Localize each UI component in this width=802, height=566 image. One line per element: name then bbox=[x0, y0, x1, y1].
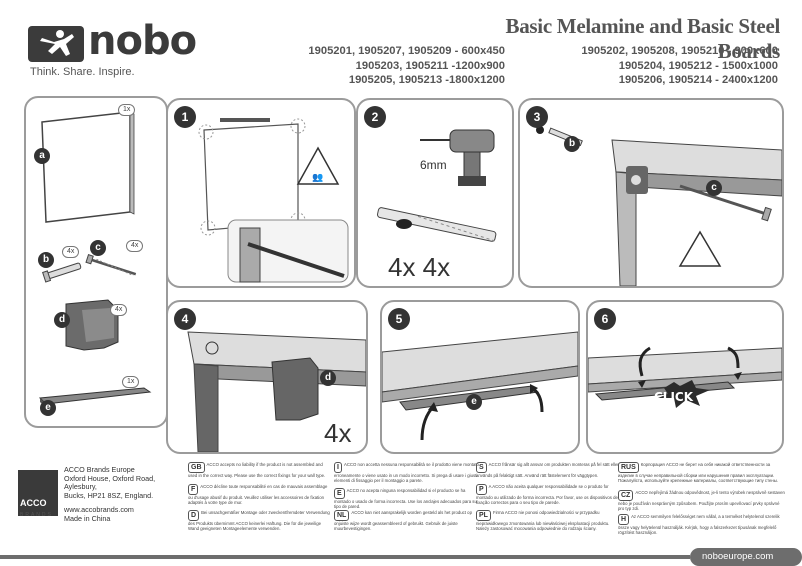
language-code: CZ bbox=[618, 490, 634, 501]
acco-logo-text: ACCO bbox=[20, 498, 47, 508]
part-a-label: a bbox=[34, 148, 50, 164]
language-code: S bbox=[476, 462, 487, 473]
step-3-number: 3 bbox=[526, 106, 548, 128]
disclaimer-text: A ACCO não aceita qualquer responsabilid… bbox=[476, 484, 618, 506]
disclaimer-text: ACCO accepts no liability if the product… bbox=[188, 462, 326, 478]
product-code-line: 1905204, 1905212 - 1500x1000 bbox=[618, 59, 778, 72]
step-6-panel: 6 CLICK bbox=[586, 300, 784, 454]
part-d-qty: 4x bbox=[110, 304, 128, 316]
nobo-logo: nobo Think. Share. Inspire. bbox=[28, 18, 198, 80]
language-code: E bbox=[334, 488, 345, 499]
language-code: H bbox=[618, 514, 630, 525]
brand-name: nobo bbox=[88, 18, 197, 64]
language-code: I bbox=[334, 462, 342, 473]
part-b-qty: 4x bbox=[62, 246, 80, 258]
product-code-line: 1905205, 1905213 -1800x1200 bbox=[348, 74, 505, 86]
product-code-line: 1905206, 1905214 - 2400x1200 bbox=[618, 74, 778, 86]
part-c-qty: 4x bbox=[126, 240, 144, 252]
part-d-callout: d bbox=[320, 370, 336, 386]
step-1-illustration: 👥 bbox=[198, 118, 349, 283]
step-2-illustration bbox=[377, 129, 497, 242]
step-6-illustration bbox=[588, 346, 782, 408]
language-code: P bbox=[476, 484, 487, 495]
product-codes-left: 1905201, 1905207, 1905209 - 600x450 1905… bbox=[250, 44, 505, 88]
address-line: Oxford House, Oxford Road, Aylesbury, bbox=[64, 473, 156, 492]
language-code: NL bbox=[334, 510, 350, 521]
step-4-quantity: 4x bbox=[324, 418, 352, 448]
svg-text:👥: 👥 bbox=[312, 173, 323, 183]
disclaimer-text: ACCO kan niet aansprakelijk worden geste… bbox=[334, 510, 472, 532]
language-code: GB bbox=[188, 462, 205, 473]
product-code-line: 1905202, 1905208, 1905210 - 900x600 bbox=[581, 45, 778, 57]
disclaimer-text: ACCO non accetta nessuna responsabilità … bbox=[334, 462, 479, 484]
disclaimer-text: Firma ACCO nie ponosi odpowiedzialności … bbox=[476, 510, 610, 532]
disclaimer-text: ACCO no acepta ninguna responsabilidad s… bbox=[334, 488, 477, 510]
step-3-panel: 3 b c bbox=[518, 98, 784, 288]
step-4-panel: 4 d 4x bbox=[166, 300, 368, 454]
disclaimer-text: Корпорация ACCO не берет на себя никакой… bbox=[618, 462, 779, 484]
made-in: Made in China bbox=[64, 513, 111, 523]
disclaimer-text: ACCO décline toute responsabilité en cas… bbox=[188, 484, 328, 506]
nobo-logo-mark bbox=[28, 26, 84, 62]
product-codes-right: 1905202, 1905208, 1905210 - 900x600 1905… bbox=[520, 44, 778, 88]
step-1-panel: 👥 1 bbox=[166, 98, 356, 288]
language-code: F bbox=[188, 484, 199, 495]
step-1-number: 1 bbox=[174, 106, 196, 128]
part-b-callout: b bbox=[564, 136, 580, 152]
step-5-number: 5 bbox=[388, 308, 410, 330]
disclaimer-text: Az ACCO semmilyen felelősséget nem válla… bbox=[618, 514, 780, 536]
part-e-callout: e bbox=[466, 394, 482, 410]
acco-logo-subtext: BRANDS bbox=[20, 512, 53, 518]
drill-size: 6mm bbox=[420, 158, 447, 172]
click-callout: CLICK bbox=[654, 390, 694, 404]
part-b-label: b bbox=[38, 252, 54, 268]
step-3-illustration bbox=[536, 126, 782, 286]
step-2-panel: 2 6mm 4x 4x bbox=[356, 98, 514, 288]
language-code: PL bbox=[476, 510, 491, 521]
address-line: Bucks, HP21 8SZ, England. bbox=[64, 490, 154, 500]
product-code-line: 1905203, 1905211 -1200x900 bbox=[355, 59, 505, 72]
part-a-qty: 1x bbox=[118, 104, 136, 116]
step-2-number: 2 bbox=[364, 106, 386, 128]
step-6-number: 6 bbox=[594, 308, 616, 330]
part-d-label: d bbox=[54, 312, 70, 328]
part-c-label: c bbox=[90, 240, 106, 256]
disclaimer-text: ACCO frånsär sig allt ansvar om produkte… bbox=[476, 462, 619, 478]
part-e-qty: 1x bbox=[122, 376, 140, 388]
step-2-quantity: 4x 4x bbox=[388, 252, 451, 282]
language-code: RUS bbox=[618, 462, 639, 473]
step-5-illustration bbox=[382, 331, 578, 441]
parts-panel: 1x a 4x b 4x c 4x d 1x e bbox=[24, 96, 168, 428]
language-code: D bbox=[188, 510, 200, 521]
footer-band bbox=[0, 548, 802, 566]
acco-logo bbox=[18, 470, 58, 516]
step-5-panel: 5 e bbox=[380, 300, 580, 454]
disclaimer-text: ACCO nepřejímá žádnou odpovědnost, je-li… bbox=[618, 490, 785, 512]
brand-tagline: Think. Share. Inspire. bbox=[30, 66, 135, 78]
disclaimer-text: Bei unsachgemäßer Montage oder zweckentf… bbox=[188, 510, 330, 532]
part-e-label: e bbox=[40, 400, 56, 416]
footer-website[interactable]: noboeurope.com bbox=[702, 551, 774, 562]
step-4-number: 4 bbox=[174, 308, 196, 330]
company-website: www.accobrands.com bbox=[64, 505, 134, 515]
company-address: ACCO Brands Europe Oxford House, Oxford … bbox=[64, 465, 184, 524]
address-line: ACCO Brands Europe bbox=[64, 465, 135, 474]
parts-illustration bbox=[38, 111, 152, 408]
page-title: Basic Melamine and Basic Steel Boards bbox=[505, 14, 781, 63]
part-c-callout: c bbox=[706, 180, 722, 196]
product-code-line: 1905201, 1905207, 1905209 - 600x450 bbox=[308, 45, 505, 57]
